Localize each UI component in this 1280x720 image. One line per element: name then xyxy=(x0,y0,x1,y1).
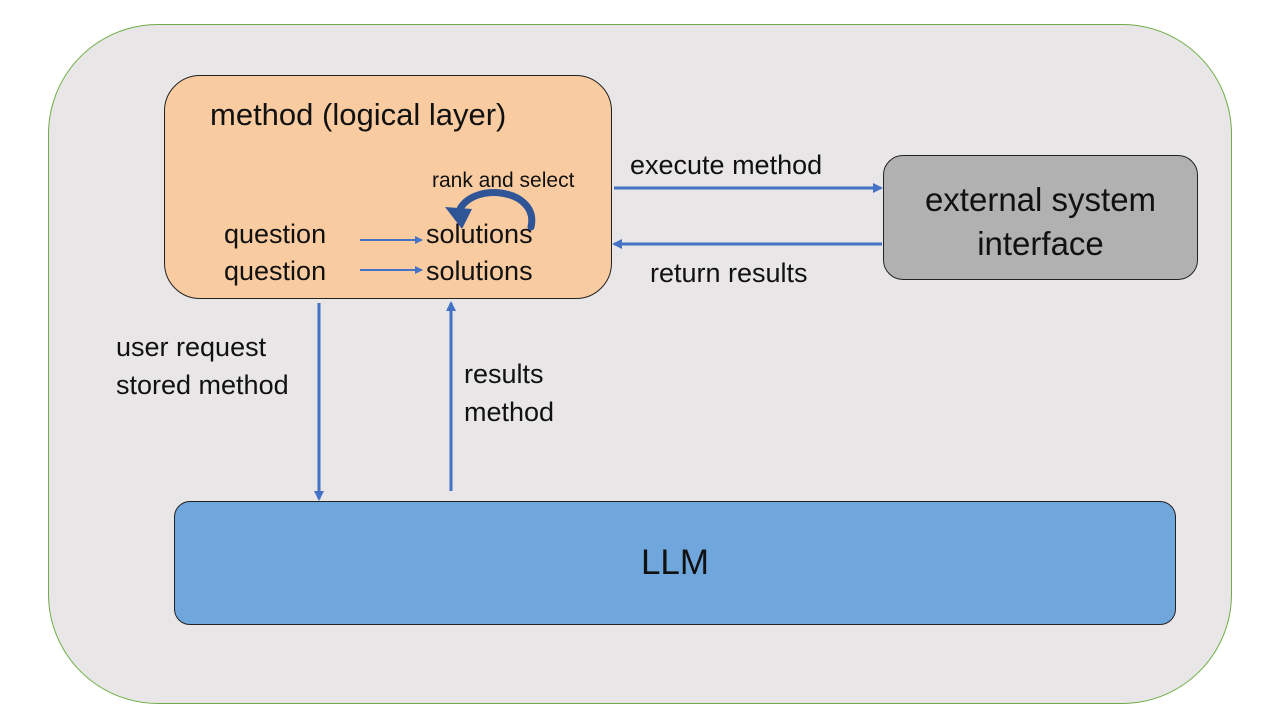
method-box-title: method (logical layer) xyxy=(210,97,507,132)
question-label-1: question xyxy=(224,219,327,249)
solutions-label-1: solutions xyxy=(426,219,533,249)
user-request-label: user request xyxy=(116,332,267,362)
rank-and-select-loop-arrow xyxy=(445,189,536,231)
rank-and-select-label: rank and select xyxy=(432,169,575,192)
execute-method-label: execute method xyxy=(630,150,823,180)
llm-box xyxy=(174,501,1176,625)
method-logical-layer-box xyxy=(164,75,612,299)
external-system-interface-label: external system interface xyxy=(924,181,1157,262)
results-label: results xyxy=(464,359,544,389)
external-system-interface-box xyxy=(883,155,1198,280)
question-label-2: question xyxy=(224,256,327,286)
return-results-label: return results xyxy=(650,258,808,288)
method-label: method xyxy=(464,397,555,427)
stored-method-label: stored method xyxy=(116,370,289,400)
solutions-label-2: solutions xyxy=(426,256,533,286)
llm-label: LLM xyxy=(640,543,710,582)
